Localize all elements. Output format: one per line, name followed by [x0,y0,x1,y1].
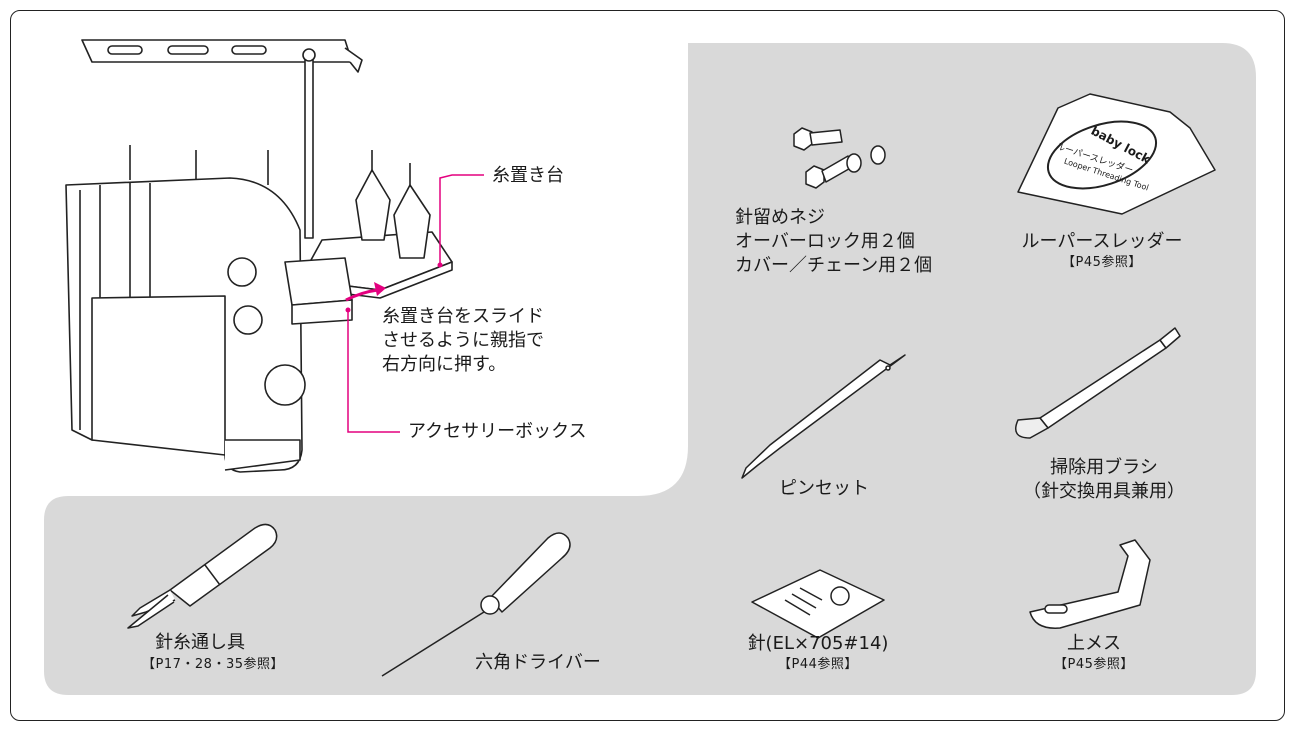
needle-pack-icon [751,569,885,639]
upper-knife-icon [1029,539,1151,629]
needles-name: 針(EL×705#14) [747,633,889,654]
needle-screws-detail-2: カバー／チェーン用２個 [735,255,933,276]
cleaning-brush-name: 掃除用ブラシ [1050,457,1158,478]
screws-icon [793,127,886,189]
hex-driver-icon [381,532,571,677]
needles-ref: 【P44参照】 [778,657,858,672]
accessory-box-label: アクセサリーボックス [408,421,587,442]
needle-threader-icon [127,523,278,629]
tweezers-name: ピンセット [779,478,869,499]
needle-threader-name: 針糸通し具 [155,632,245,653]
needle-screws-name: 針留めネジ [735,207,825,228]
upper-knife-name: 上メス [1067,633,1121,654]
looper-threader-name: ルーパースレッダー [1021,231,1183,252]
tweezers-icon [741,354,906,479]
needle-threader-ref: 【P17・28・35参照】 [142,657,284,672]
instruction-line-1: 糸置き台をスライド [382,306,544,327]
instruction-line-3: 右方向に押す。 [382,354,507,375]
looper-threader-ref: 【P45参照】 [1062,255,1142,270]
hex-driver-name: 六角ドライバー [475,652,601,673]
upper-knife-ref: 【P45参照】 [1054,657,1134,672]
instruction-line-2: させるように親指で [382,330,544,351]
needle-screws-detail-1: オーバーロック用２個 [735,231,915,252]
page-frame [10,10,1285,721]
thread-stand-label: 糸置き台 [492,165,564,186]
cleaning-brush-icon [1015,327,1181,439]
looper-threader-package-icon [1017,93,1216,215]
cleaning-brush-detail: （針交換用具兼用） [1023,481,1185,502]
